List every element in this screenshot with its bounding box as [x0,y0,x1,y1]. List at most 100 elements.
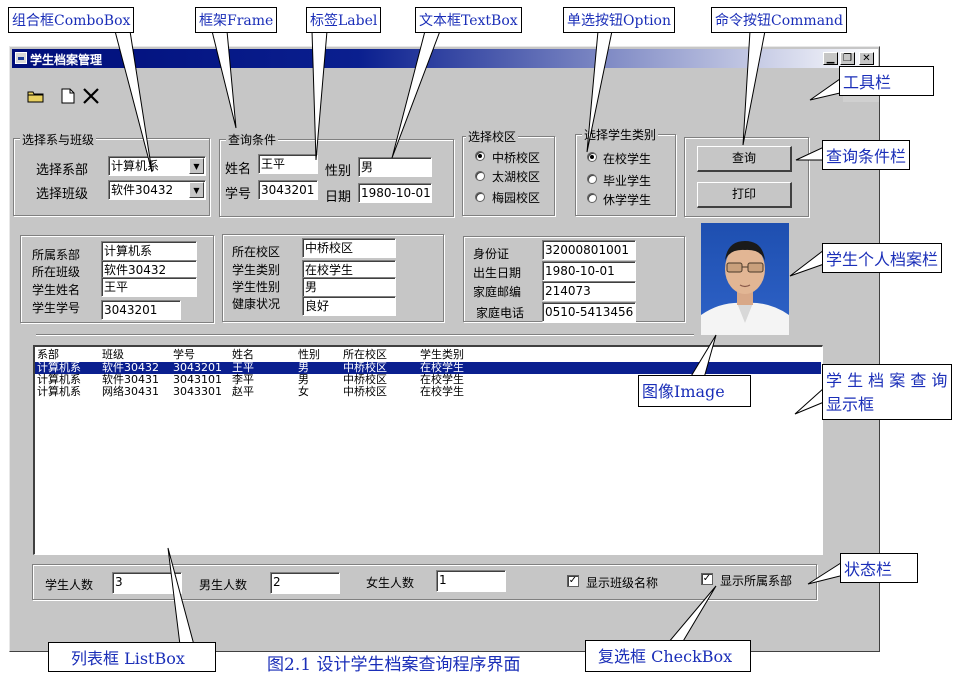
date-label: 日期 [325,190,352,205]
total-count-textbox[interactable]: 3 [112,572,182,594]
campus-frame-title: 选择校区 [466,128,519,145]
category-option-1[interactable] [587,174,597,184]
list-cell: 3043101 [173,373,222,386]
callout-checkbox: 复选框 CheckBox [585,640,751,672]
profile-id-textbox[interactable]: 3043201 [101,300,181,320]
category-option-2-label[interactable]: 休学学生 [603,193,652,207]
callout-label: 标签Label [306,7,382,33]
list-header-cell: 班级 [102,348,124,361]
profile-phone-label: 家庭电话 [476,306,525,320]
male-count-textbox[interactable]: 2 [270,572,340,594]
profile-dept-textbox[interactable]: 计算机系 [101,241,197,261]
list-header-cell: 姓名 [232,348,254,361]
callout-option: 单选按钮Option [563,7,675,33]
profile-phone-textbox[interactable]: 0510-5413456 [542,302,636,322]
list-cell: 3043301 [173,385,222,398]
list-cell: 在校学生 [420,361,464,374]
callout-listbox: 列表框 ListBox [48,642,216,672]
student-photo [701,223,789,335]
callout-combobox: 组合框ComboBox [8,7,135,33]
campus-option-0-label[interactable]: 中桥校区 [492,151,541,165]
profile-campus-textbox[interactable]: 中桥校区 [302,238,396,258]
profile-campus-label: 所在校区 [232,245,281,259]
list-cell: 在校学生 [420,373,464,386]
show-class-label[interactable]: 显示班级名称 [586,576,659,590]
callout-pointer [689,334,717,379]
campus-option-1[interactable] [475,171,485,181]
class-combobox[interactable]: 软件30432 ▼ [108,180,206,200]
campus-option-2[interactable] [475,192,485,202]
checkmark-icon: ✓ [702,573,712,584]
sex-textbox[interactable]: 男 [358,157,432,177]
query-button[interactable]: 查询 [697,146,792,172]
profile-class-label: 所在班级 [32,265,81,279]
campus-option-0[interactable] [475,151,485,161]
list-item[interactable]: 计算机系 软件30431 3043101 李平 男 中桥校区 在校学生 [35,374,821,386]
callout-list-display: 学 生 档 案 查 询 显示框 [822,364,952,420]
callout-statusbar: 状态栏 [840,553,918,583]
query-cond-frame [219,139,454,217]
profile-zip-label: 家庭邮编 [473,285,522,299]
query-cond-frame-title: 查询条件 [226,131,279,148]
campus-option-2-label[interactable]: 梅园校区 [492,191,541,205]
list-cell: 计算机系 [37,361,81,374]
callout-pointer [114,30,153,173]
list-cell: 中桥校区 [343,385,387,398]
profile-sex-textbox[interactable]: 男 [302,277,396,297]
sex-label: 性别 [325,164,352,179]
callout-pointer [742,30,766,146]
total-count-label: 学生人数 [45,578,94,592]
profile-name-textbox[interactable]: 王平 [101,277,197,297]
id-textbox[interactable]: 3043201 [258,180,318,200]
category-option-1-label[interactable]: 毕业学生 [603,174,652,188]
major-class-frame [13,138,210,216]
category-option-2[interactable] [587,193,597,203]
chevron-down-icon[interactable]: ▼ [189,182,204,198]
list-header-row: 系部 班级 学号 姓名 性别 所在校区 学生类别 [35,349,821,361]
category-option-0-label[interactable]: 在校学生 [603,152,652,166]
list-cell: 男 [298,373,309,386]
profile-idcard-textbox[interactable]: 32000801001 [542,240,636,260]
list-cell: 中桥校区 [343,361,387,374]
dept-combobox[interactable]: 计算机系 ▼ [108,156,206,176]
callout-pointer [391,30,441,159]
callout-pointer [794,386,825,415]
new-button[interactable] [57,86,79,106]
list-cell: 软件30431 [102,373,159,386]
restore-button[interactable]: ❐ [840,52,855,65]
print-button[interactable]: 打印 [697,182,792,208]
name-label: 姓名 [225,162,252,177]
show-class-checkbox[interactable]: ✓ [567,575,579,587]
profile-zip-textbox[interactable]: 214073 [542,281,636,301]
profile-health-textbox[interactable]: 良好 [302,296,396,316]
campus-option-1-label[interactable]: 太湖校区 [492,170,541,184]
minimize-button[interactable]: ▁ [823,52,838,65]
minimize-icon: ▁ [826,53,835,64]
callout-pointer [211,30,237,129]
profile-idcard-label: 身份证 [473,247,510,261]
list-item[interactable]: 计算机系 网络30431 3043301 赵平 女 中桥校区 在校学生 [35,386,821,398]
name-textbox[interactable]: 王平 [258,154,318,174]
profile-basic-frame [20,235,214,323]
profile-birth-textbox[interactable]: 1980-10-01 [542,261,636,281]
delete-button[interactable] [80,86,102,106]
callout-pointer [167,547,195,646]
list-item[interactable]: 计算机系 软件30432 3043201 王平 男 中桥校区 在校学生 [35,362,821,374]
chevron-down-icon[interactable]: ▼ [189,158,204,174]
close-button[interactable]: ✕ [859,52,874,65]
list-cell: 计算机系 [37,373,81,386]
category-option-0[interactable] [587,152,597,162]
callout-profile-bar: 学生个人档案栏 [822,243,943,273]
callout-pointer [586,30,613,153]
separator-line [36,334,694,336]
list-header-cell: 学号 [173,348,195,361]
show-dept-label[interactable]: 显示所属系部 [720,574,793,588]
show-dept-checkbox[interactable]: ✓ [701,573,713,585]
list-cell: 计算机系 [37,385,81,398]
female-count-textbox[interactable]: 1 [436,570,506,592]
profile-sex-label: 学生性别 [232,280,281,294]
app-icon [15,52,27,64]
open-button[interactable] [25,86,47,106]
date-textbox[interactable]: 1980-10-01 [358,183,432,203]
student-listbox[interactable]: 系部 班级 学号 姓名 性别 所在校区 学生类别 计算机系 软件30432 30… [33,345,823,555]
